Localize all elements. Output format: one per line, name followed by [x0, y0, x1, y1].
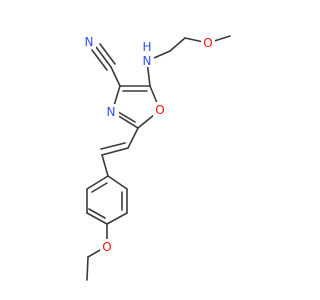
bonds: [86, 35, 231, 281]
ethoxy-oxygen-label: O: [102, 240, 111, 254]
nitrile-triple-bond-a: [95, 46, 112, 68]
methoxy-oxygen-label: O: [203, 36, 212, 50]
vinyl-double-bond: [101, 147, 129, 156]
benzene-bond-6: [86, 175, 109, 190]
amino-hydrogen-label: H: [142, 40, 151, 54]
vinyl-double-bond-2: [100, 142, 126, 150]
structure-canvas: N N H O N O O: [83, 35, 231, 281]
ring-nitrogen-label: N: [107, 105, 116, 119]
benzene-bond-3: [106, 212, 128, 225]
nitrile-triple-bond-b: [99, 43, 116, 65]
nitrile-triple-bond-c: [91, 49, 108, 71]
benzene-bond-4: [86, 212, 108, 225]
nitrile-nitrogen-label: N: [85, 35, 94, 49]
amino-nitrogen-label: N: [143, 54, 152, 68]
benzene-bond-1: [107, 175, 128, 190]
benzene-bond-6-inner: [91, 182, 108, 193]
ring-oxygen-label: O: [155, 103, 164, 117]
atom-labels: N N H O N O O: [83, 35, 215, 254]
vinyl-aryl-bond: [101, 154, 109, 177]
ring-c4-nitrile-bond: [110, 66, 121, 87]
c2-vinyl-bond: [127, 127, 139, 149]
benzene-bond-4-inner: [88, 208, 106, 219]
molecule-structure: N N H O N O O: [83, 35, 231, 281]
ethyl-bond: [86, 256, 89, 281]
ch2-ch2-bond: [169, 37, 186, 52]
